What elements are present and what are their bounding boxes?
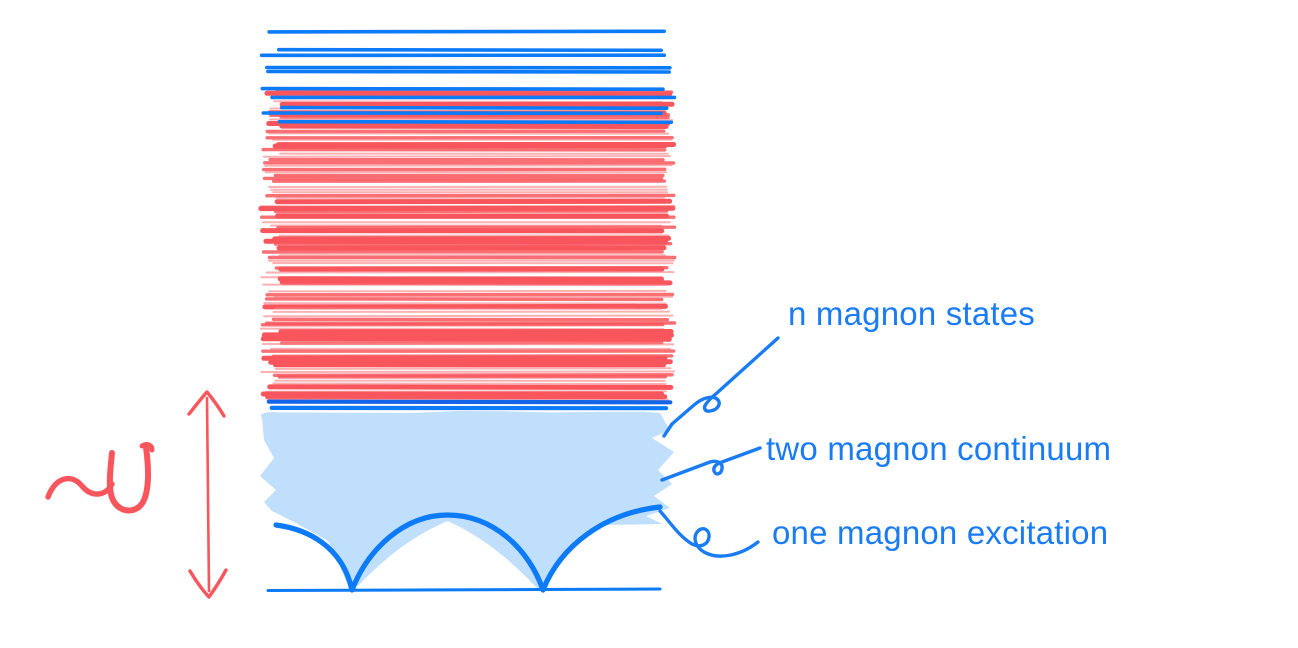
scale-arrow-shaft: [205, 396, 211, 593]
annotation-arrows: [658, 336, 780, 558]
energy-level-line: [272, 382, 667, 385]
annotation-label-one-magnon-excitation: one magnon excitation: [772, 514, 1109, 551]
energy-level-line: [260, 370, 675, 373]
energy-level-line: [272, 235, 672, 242]
annotation-label-two-magnon-continuum: two magnon continuum: [766, 430, 1112, 467]
energy-scale-arrow: [45, 390, 228, 599]
energy-level-line: [267, 29, 666, 34]
arrow-to-n-magnon-states: [662, 336, 780, 438]
energy-level-line: [279, 105, 669, 110]
arrow-to-two-magnon-continuum: [660, 446, 762, 482]
energy-level-line: [263, 238, 668, 245]
ground-state-baseline: [266, 587, 662, 592]
energy-level-line: [266, 399, 673, 405]
energy-level-line: [263, 314, 674, 318]
energy-level-line: [273, 209, 669, 214]
energy-level-line: [268, 118, 674, 122]
energy-level-line: [279, 279, 673, 286]
energy-level-line: [267, 384, 674, 390]
energy-level-line: [279, 115, 670, 120]
scale-label-U-serif: [139, 442, 155, 453]
continuum-fill: [260, 411, 674, 588]
two-magnon-continuum-region: [260, 411, 674, 588]
scale-label-tilde: [45, 475, 115, 500]
energy-level-line: [267, 398, 669, 401]
n-magnon-level-stack: [258, 29, 677, 411]
energy-level-line: [262, 155, 671, 158]
energy-level-line: [264, 297, 664, 302]
energy-level-line: [260, 86, 665, 91]
energy-level-line: [277, 119, 674, 125]
scale-label-U: [106, 444, 151, 514]
energy-level-line: [274, 367, 672, 370]
energy-level-line: [259, 327, 665, 331]
energy-level-line: [268, 359, 673, 365]
scale-arrow-head-down: [188, 568, 228, 599]
scale-arrow-head-up: [187, 390, 226, 418]
energy-level-line: [264, 90, 673, 97]
baseline-line: [266, 587, 662, 592]
energy-level-line: [266, 69, 671, 74]
energy-level-line: [262, 303, 668, 310]
one-magnon-curve: [273, 504, 663, 593]
energy-level-line: [267, 289, 667, 293]
annotation-label-n-magnon-states: n magnon states: [788, 295, 1035, 332]
one-magnon-dispersion-curve: [273, 504, 663, 593]
energy-level-line: [277, 47, 663, 53]
arrow-to-one-magnon-excitation: [658, 509, 760, 558]
